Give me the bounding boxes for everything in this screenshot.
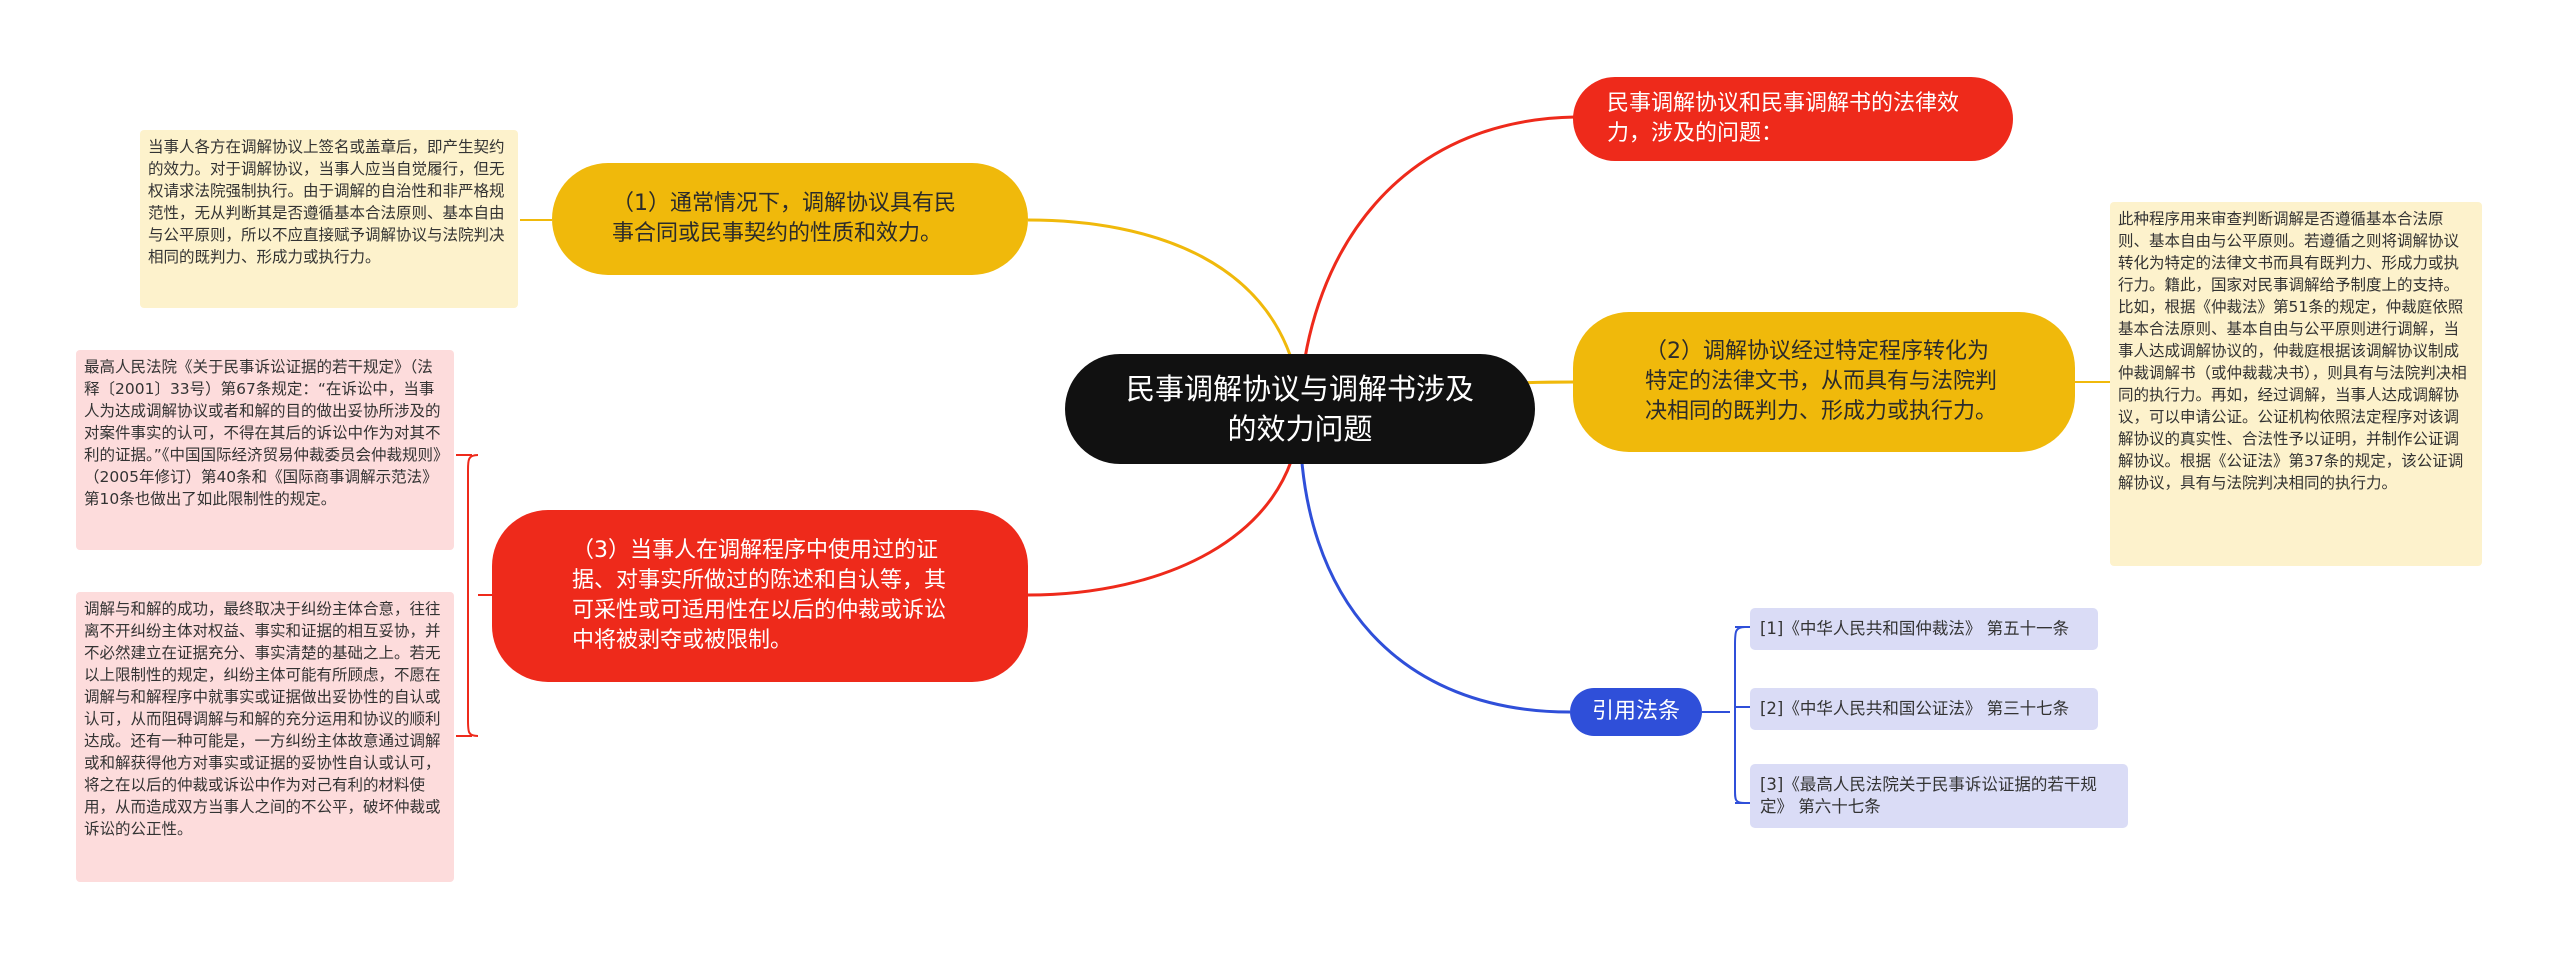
branch-point-2[interactable]: （2）调解协议经过特定程序转化为特定的法律文书，从而具有与法院判决相同的既判力、…	[1573, 312, 2075, 452]
reference-text: [3]《最高人民法院关于民事诉讼证据的若干规定》 第六十七条	[1760, 775, 2097, 816]
note-point-1-detail: 当事人各方在调解协议上签名或盖章后，即产生契约的效力。对于调解协议，当事人应当自…	[140, 130, 518, 308]
central-topic-label: 民事调解协议与调解书涉及的效力问题	[1125, 372, 1474, 446]
link-bottom-left-bracket	[456, 454, 492, 737]
branch-point-3[interactable]: （3）当事人在调解程序中使用过的证据、对事实所做过的陈述和自认等，其可采性或可适…	[492, 510, 1028, 682]
branch-label: （3）当事人在调解程序中使用过的证据、对事实所做过的陈述和自认等，其可采性或可适…	[572, 538, 947, 653]
reference-item[interactable]: [2]《中华人民共和国公证法》 第三十七条	[1750, 688, 2098, 730]
link-center-refs	[1298, 419, 1571, 714]
branch-references[interactable]: 引用法条	[1570, 688, 1702, 736]
reference-text: [1]《中华人民共和国仲裁法》 第五十一条	[1760, 619, 2070, 638]
link-refs-bracket	[1702, 626, 1750, 804]
branch-label: 引用法条	[1591, 699, 1680, 724]
central-topic[interactable]: 民事调解协议与调解书涉及的效力问题	[1065, 354, 1535, 464]
branch-point-1[interactable]: （1）通常情况下，调解协议具有民事合同或民事契约的性质和效力。	[552, 163, 1028, 275]
note-text: 当事人各方在调解协议上签名或盖章后，即产生契约的效力。对于调解协议，当事人应当自…	[148, 138, 505, 266]
link-center-bottom-left	[1027, 419, 1302, 597]
note-point-3-rationale: 调解与和解的成功，最终取决于纠纷主体合意，往往离不开纠纷主体对权益、事实和证据的…	[76, 592, 454, 882]
reference-item[interactable]: [3]《最高人民法院关于民事诉讼证据的若干规定》 第六十七条	[1750, 764, 2128, 828]
link-center-top-left	[1027, 218, 1302, 396]
link-center-top-right	[1298, 115, 1576, 401]
reference-item[interactable]: [1]《中华人民共和国仲裁法》 第五十一条	[1750, 608, 2098, 650]
note-text: 此种程序用来审查判断调解是否遵循基本合法原则、基本自由与公平原则。若遵循之则将调…	[2118, 210, 2467, 492]
note-text: 调解与和解的成功，最终取决于纠纷主体合意，往往离不开纠纷主体对权益、事实和证据的…	[84, 600, 441, 838]
branch-label: （2）调解协议经过特定程序转化为特定的法律文书，从而具有与法院判决相同的既判力、…	[1645, 339, 1998, 424]
reference-text: [2]《中华人民共和国公证法》 第三十七条	[1760, 699, 2070, 718]
branch-label: 民事调解协议和民事调解书的法律效力，涉及的问题：	[1607, 91, 1960, 146]
note-point-2-detail: 此种程序用来审查判断调解是否遵循基本合法原则、基本自由与公平原则。若遵循之则将调…	[2110, 202, 2482, 566]
branch-label: （1）通常情况下，调解协议具有民事合同或民事契约的性质和效力。	[612, 191, 956, 246]
note-text: 最高人民法院《关于民事诉讼证据的若干规定》（法释〔2001〕33号）第67条规定…	[84, 358, 441, 508]
note-point-3-evidence-rule: 最高人民法院《关于民事诉讼证据的若干规定》（法释〔2001〕33号）第67条规定…	[76, 350, 454, 550]
branch-legal-effect-issues[interactable]: 民事调解协议和民事调解书的法律效力，涉及的问题：	[1573, 77, 2013, 161]
